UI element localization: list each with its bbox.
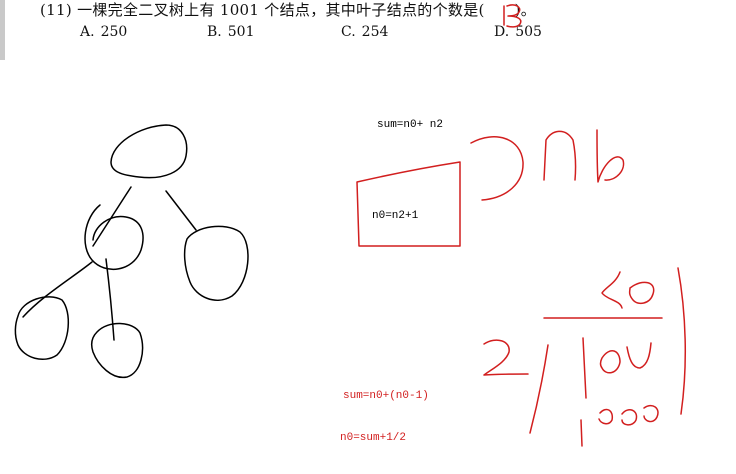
- option-b-value: 501: [227, 24, 255, 40]
- tree-edge-left-leaf2: [105, 258, 115, 341]
- option-a-letter: A.: [80, 24, 95, 40]
- tree-leaf-node-2: [90, 322, 144, 379]
- option-d: D. 505: [494, 24, 542, 40]
- option-a-value: 250: [100, 24, 128, 40]
- handwritten-remainder-100: [580, 404, 659, 447]
- note-sum-n0-n2: sum=n0+ n2: [377, 119, 444, 131]
- option-d-value: 505: [515, 24, 542, 40]
- handwritten-dividend-1001: [582, 337, 652, 399]
- red-box-annotation: [356, 161, 461, 247]
- handwritten-division-50: [601, 271, 655, 309]
- note-n0-n2-plus-1: n0=n2+1: [372, 210, 419, 222]
- question-text-end: )。: [514, 1, 537, 19]
- handwritten-n0-scribble: [470, 129, 625, 201]
- tree-root-node: [110, 124, 188, 179]
- option-c-letter: C.: [341, 24, 356, 40]
- option-c-value: 254: [361, 24, 389, 40]
- tree-leaf-node-1: [14, 296, 70, 360]
- tree-edge-root-right: [165, 190, 197, 231]
- tree-edge-left-leaf1: [22, 261, 93, 318]
- question-line: (11) 一棵完全二叉树上有 1001 个结点，其中叶子结点的个数是( )。: [40, 0, 536, 20]
- note-sum-n0-n0-minus-1: sum=n0+(n0-1): [343, 390, 429, 402]
- tree-left-child-node: [84, 204, 144, 270]
- handwritten-answer-b-mark: [503, 4, 522, 28]
- handwritten-tree-drawing: [14, 124, 249, 379]
- window-edge: [0, 0, 5, 60]
- option-c: C. 254: [341, 24, 388, 40]
- option-a: A. 250: [80, 24, 127, 40]
- tree-right-child-node: [183, 225, 249, 301]
- handwritten-right-bar: [677, 267, 687, 415]
- option-b: B. 501: [207, 24, 254, 40]
- option-b-letter: B.: [207, 24, 222, 40]
- question-number: (11): [40, 1, 72, 19]
- tree-edge-root-left: [92, 186, 132, 247]
- option-d-letter: D.: [494, 24, 510, 40]
- question-text: 一棵完全二叉树上有 1001 个结点，其中叶子结点的个数是(: [77, 1, 485, 19]
- note-n0-sum-plus-1-over-2: n0=sum+1/2: [340, 432, 407, 444]
- handwritten-division-bracket: [529, 344, 549, 434]
- handwritten-divisor-2: [483, 339, 529, 376]
